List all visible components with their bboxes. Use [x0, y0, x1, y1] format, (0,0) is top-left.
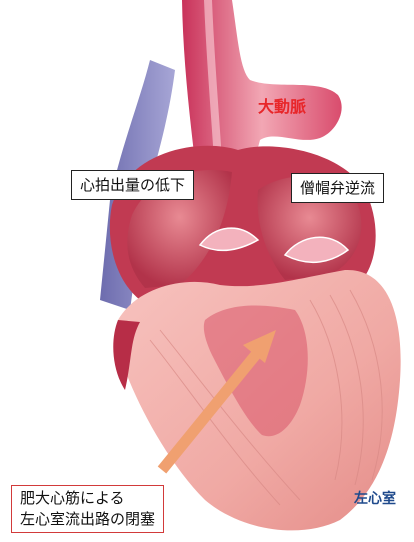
mitral-regurgitation-label: 僧帽弁逆流	[291, 173, 384, 203]
lvot-line-2: 左心室流出路の閉塞	[20, 509, 155, 530]
lvot-line-1: 肥大心筋による	[20, 488, 155, 509]
cardiac-output-label: 心拍出量の低下	[71, 170, 194, 200]
aorta-label: 大動脈	[258, 93, 306, 117]
lvot-obstruction-label: 肥大心筋による 左心室流出路の閉塞	[11, 485, 164, 533]
left-ventricle-label: 左心室	[354, 488, 396, 508]
